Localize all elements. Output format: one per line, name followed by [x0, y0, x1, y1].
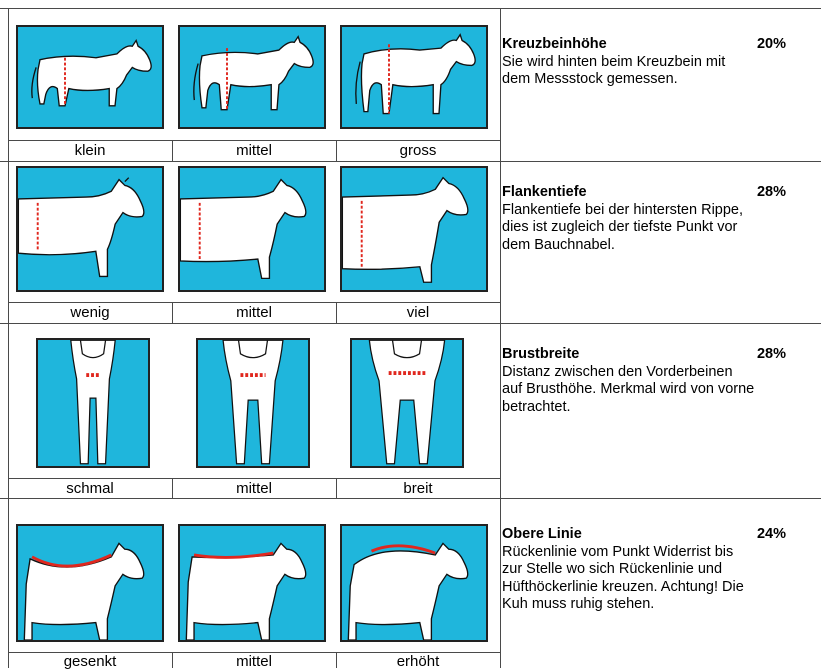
- cow-chest-medium-picture: [196, 338, 310, 468]
- description-line: dies ist zugleich der tiefste Punkt vor: [502, 219, 821, 237]
- cow-side-small-picture: [16, 25, 164, 129]
- trait-weight: 20%: [757, 36, 786, 54]
- row-divider-1: [0, 161, 821, 162]
- trait-description: Flankentiefe 28% Flankentiefe bei der hin…: [502, 184, 821, 254]
- description-line: dem Bauchnabel.: [502, 237, 821, 255]
- cow-chest-wide-picture: [350, 338, 464, 468]
- trait-title: Kreuzbeinhöhe: [502, 36, 607, 54]
- trait-weight: 28%: [757, 184, 786, 202]
- cow-topline-sagging-picture: [16, 524, 164, 642]
- label-line-1: [8, 140, 500, 141]
- picture-label: klein: [8, 142, 172, 159]
- cow-flank-deep-picture: [340, 166, 488, 292]
- trait-weight: 24%: [757, 526, 786, 544]
- label-line-3: [8, 478, 500, 479]
- cow-topline-raised-picture: [340, 524, 488, 642]
- description-line: dem Messstock gemessen.: [502, 71, 821, 89]
- left-border: [8, 8, 9, 668]
- description-line: Kuh muss ruhig stehen.: [502, 596, 821, 614]
- description-line: auf Brusthöhe. Merkmal wird von vorne: [502, 381, 821, 399]
- picture-label: viel: [336, 304, 500, 321]
- description-line: Rückenlinie vom Punkt Widerrist bis: [502, 544, 821, 562]
- picture-label: breit: [336, 480, 500, 497]
- picture-label: mittel: [172, 480, 336, 497]
- trait-description: Brustbreite 28% Distanz zwischen den Vord…: [502, 346, 821, 416]
- trait-title: Obere Linie: [502, 526, 582, 544]
- description-line: zur Stelle wo sich Rückenlinie und: [502, 561, 821, 579]
- description-line: Sie wird hinten beim Kreuzbein mit: [502, 54, 821, 72]
- description-line: Distanz zwischen den Vorderbeinen: [502, 364, 821, 382]
- trait-weight: 28%: [757, 346, 786, 364]
- center-divider: [500, 8, 501, 668]
- trait-description: Kreuzbeinhöhe 20% Sie wird hinten beim Kr…: [502, 36, 821, 89]
- picture-label: mittel: [172, 304, 336, 321]
- cow-flank-medium-picture: [178, 166, 326, 292]
- cow-flank-shallow-picture: [16, 166, 164, 292]
- trait-description: Obere Linie 24% Rückenlinie vom Punkt Wid…: [502, 526, 821, 614]
- description-line: betrachtet.: [502, 399, 821, 417]
- label-line-2: [8, 302, 500, 303]
- cow-side-large-picture: [340, 25, 488, 129]
- row-divider-2: [0, 323, 821, 324]
- picture-label: mittel: [172, 653, 336, 670]
- cow-topline-medium-picture: [178, 524, 326, 642]
- picture-label: schmal: [8, 480, 172, 497]
- picture-label: erhöht: [336, 653, 500, 670]
- picture-label: gross: [336, 142, 500, 159]
- picture-label: wenig: [8, 304, 172, 321]
- description-line: Hüfthöckerlinie kreuzen. Achtung! Die: [502, 579, 821, 597]
- row-divider-3: [0, 498, 821, 499]
- picture-label: gesenkt: [8, 653, 172, 670]
- description-line: Flankentiefe bei der hintersten Rippe,: [502, 202, 821, 220]
- cow-chest-narrow-picture: [36, 338, 150, 468]
- top-border: [0, 8, 821, 9]
- trait-title: Brustbreite: [502, 346, 579, 364]
- picture-label: mittel: [172, 142, 336, 159]
- cow-side-medium-picture: [178, 25, 326, 129]
- trait-title: Flankentiefe: [502, 184, 587, 202]
